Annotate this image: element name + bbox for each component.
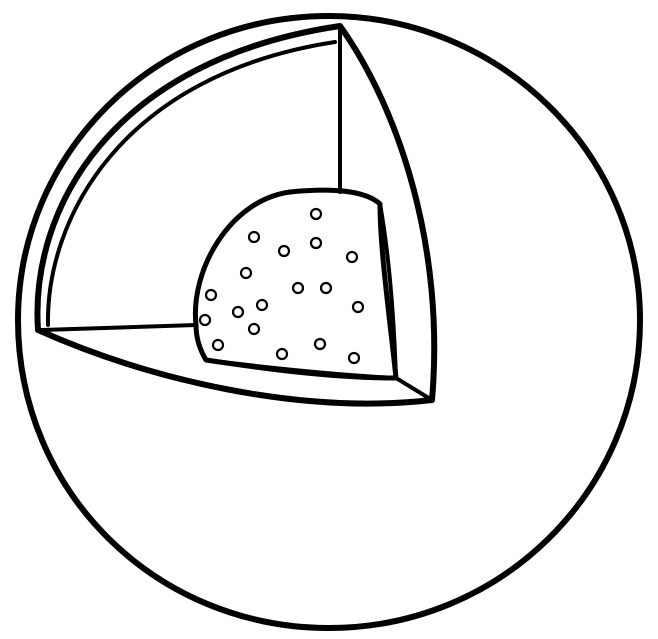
core-particle: [279, 246, 289, 256]
core-particle: [277, 349, 287, 359]
core-particle: [353, 302, 363, 312]
core-particle: [200, 315, 210, 325]
core-particle: [257, 300, 267, 310]
core-particle: [293, 283, 303, 293]
cutaway-outer-edge: [37, 26, 434, 404]
core-particle: [321, 283, 331, 293]
core-particle: [233, 307, 243, 317]
core-particle: [311, 209, 321, 219]
core-particle: [206, 290, 216, 300]
core-particle: [349, 353, 359, 363]
core-particle: [311, 238, 321, 248]
core-particle: [347, 252, 357, 262]
horizontal-cut-line: [42, 325, 196, 330]
core-particle: [315, 339, 325, 349]
core-particle: [249, 324, 259, 334]
outer-sphere-outline: [18, 16, 640, 628]
core-particle: [241, 268, 251, 278]
shell-inner-edge: [48, 42, 335, 325]
core-particle: [249, 232, 259, 242]
core-particle: [213, 340, 223, 350]
